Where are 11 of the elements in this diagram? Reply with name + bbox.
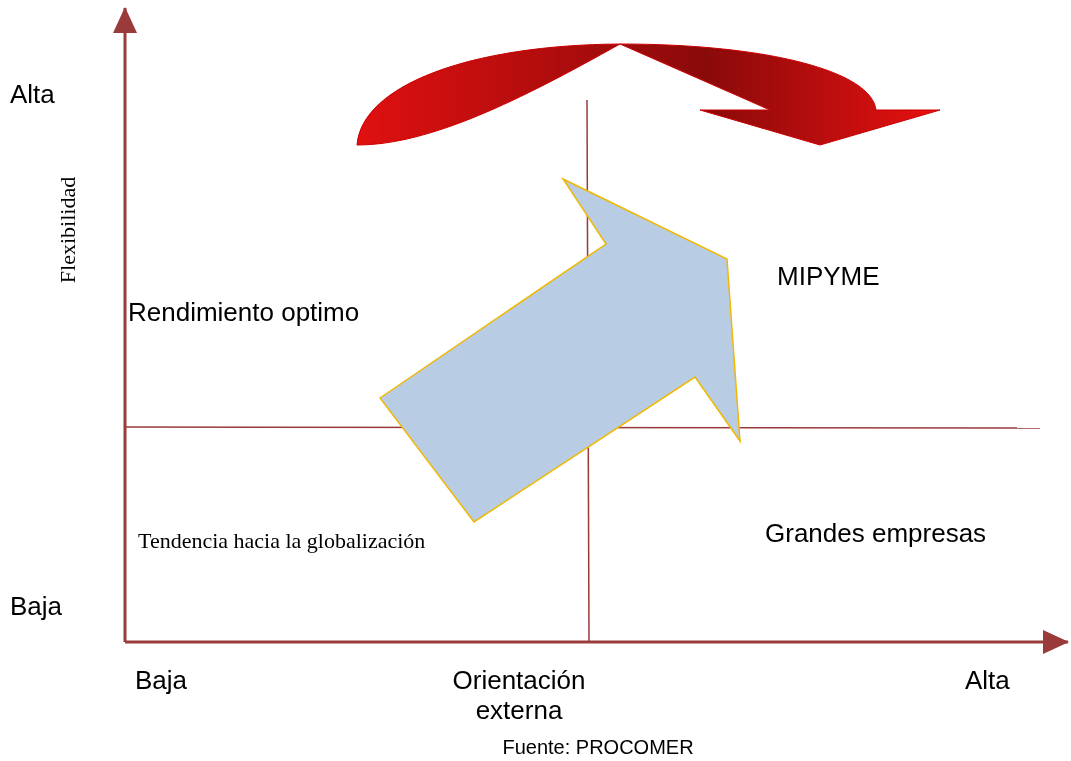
axis-title: Orientación externa xyxy=(451,666,587,726)
axis-label: Alta xyxy=(965,666,1010,696)
axis-label: Baja xyxy=(135,666,188,696)
quadrant-label: Tendencia hacia la globalización xyxy=(138,528,426,554)
source-note: Fuente: PROCOMER xyxy=(502,736,694,759)
quadrant-label: Grandes empresas xyxy=(765,519,987,549)
quadrant-label: Rendimiento optimo xyxy=(128,298,360,328)
axis-label: Baja xyxy=(10,592,63,622)
quadrant-label: MIPYME xyxy=(777,262,880,292)
axis-title: Flexibilidad xyxy=(55,176,81,284)
axis-label: Alta xyxy=(10,80,55,110)
